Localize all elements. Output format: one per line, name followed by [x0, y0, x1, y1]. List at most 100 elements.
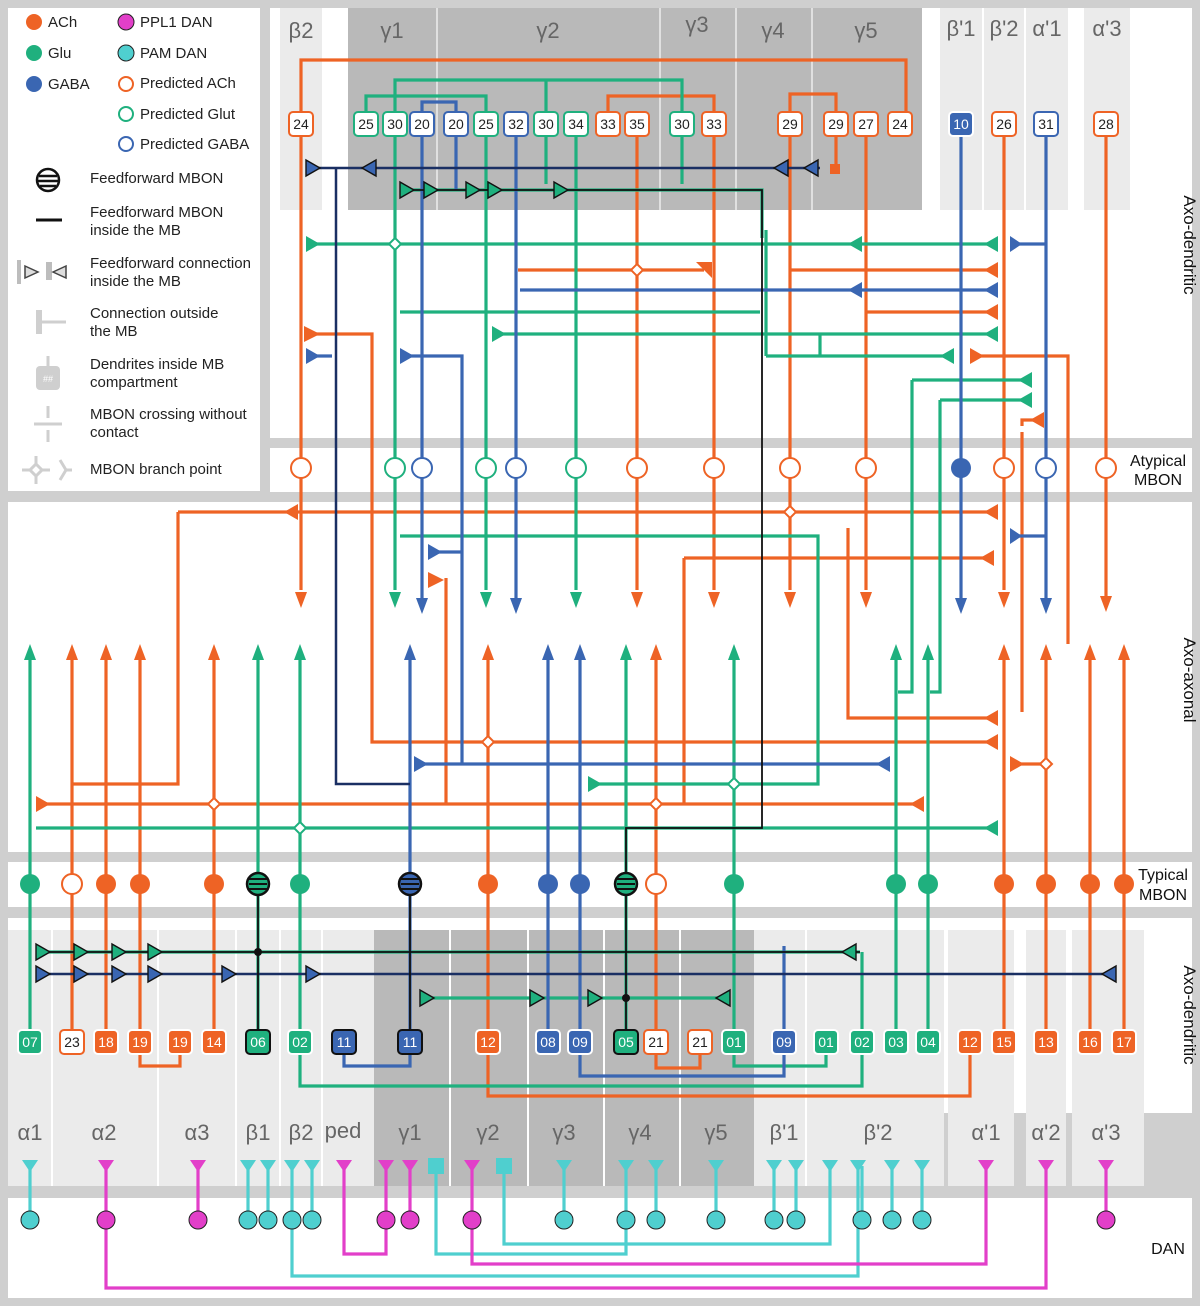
mbon-marker-circle: [1080, 874, 1100, 894]
left-arrowhead: [1018, 372, 1032, 388]
dan-marker: [20, 1210, 40, 1230]
mbon-marker: [384, 457, 406, 479]
mbon-box-frame: [771, 1029, 797, 1055]
legend-ff-triangle: [51, 264, 67, 280]
ff-arrowhead: [487, 180, 504, 200]
mbon-marker-circle: [478, 874, 498, 894]
mbon-box: 14: [201, 1029, 227, 1055]
mbon-box-label: 09: [572, 1034, 588, 1050]
typical-mbon-markers: [20, 871, 1134, 897]
legend-ach-swatch: [26, 14, 42, 30]
glu-wire: [393, 78, 684, 112]
legend-ff-stub: [46, 262, 52, 280]
left-arrowhead: [306, 236, 320, 252]
mbon-box-frame: [991, 111, 1017, 137]
mbon-box: 03: [883, 1029, 909, 1055]
ff-arrowhead: [111, 942, 128, 962]
bottom-label-gamma5: γ5: [704, 1120, 727, 1145]
bottom-label-alpha-prime-2: α'2: [1031, 1120, 1060, 1145]
right-arrowhead: [1010, 236, 1022, 252]
legend: ACh Glu GABA PPL1 DAN PAM DAN Predicted …: [17, 13, 251, 484]
mbon-box-label: 21: [692, 1034, 708, 1050]
dan-terminal: [304, 1160, 320, 1172]
mbon-box: 18: [93, 1029, 119, 1055]
mbon-box-frame: [948, 111, 974, 137]
mbon-box-label: 24: [892, 116, 908, 132]
left-arrowhead: [980, 550, 994, 566]
mbon-box-frame: [443, 111, 469, 137]
dan-markers: [20, 1210, 1116, 1230]
ff-arrowhead: [35, 942, 52, 962]
side-label-axo-dendritic-top: Axo-dendritic: [1180, 195, 1199, 295]
bottom-label-beta2: β2: [289, 1120, 314, 1145]
mbon-box-label: 30: [674, 116, 690, 132]
mbon-marker-circle: [993, 457, 1015, 479]
down-arrowhead: [1100, 596, 1112, 612]
mbon-box-frame: [1111, 1029, 1137, 1055]
mbon-box: 29: [777, 111, 803, 137]
mbon-box: 21: [687, 1029, 713, 1055]
ff-arrowhead: [1100, 964, 1117, 984]
mbon-box: 23: [59, 1029, 85, 1055]
mbon-box-frame: [883, 1029, 909, 1055]
mbon-box-label: 25: [478, 116, 494, 132]
mbon-box-label: 01: [818, 1034, 834, 1050]
ff-arrowhead: [360, 158, 377, 178]
mbon-box: 11: [397, 1029, 423, 1055]
ff-arrowhead: [423, 180, 440, 200]
mbon-box-label: 02: [292, 1034, 308, 1050]
ff-arrowhead: [465, 180, 482, 200]
mbon-box-label: 33: [600, 116, 616, 132]
side-labels: Axo-dendritic Atypical MBON Axo-axonal T…: [1130, 195, 1199, 1258]
legend-dendrite-glyph: ##: [43, 374, 53, 384]
branch-point-diamond: [782, 504, 798, 520]
mbon-marker: [245, 871, 271, 897]
mbon-box-label: 07: [22, 1034, 38, 1050]
mbon-marker-circle: [96, 874, 116, 894]
dan-terminal: [648, 1160, 664, 1172]
bottom-label-gamma2: γ2: [476, 1120, 499, 1145]
top-label-gamma3: γ3: [685, 12, 708, 37]
mbon-box-frame: [613, 1029, 639, 1055]
mbon-box: 01: [721, 1029, 747, 1055]
mbon-marker: [204, 874, 224, 894]
bottom-dividers: [51, 930, 807, 1186]
mbon-box-label: 26: [996, 116, 1012, 132]
mbon-marker: [538, 874, 558, 894]
up-arrowhead: [404, 644, 416, 660]
mbon-marker-circle: [645, 873, 667, 895]
bottom-compartment-labels: α1 α2 α3 β1 β2 ped γ1 γ2 γ3 γ4 γ5 β'1 β'…: [18, 1118, 1121, 1145]
up-arrowhead: [208, 644, 220, 660]
legend-pred-ach-label: Predicted ACh: [140, 75, 236, 92]
mbon-marker-circle: [538, 874, 558, 894]
legend-ff-connection-icon: [17, 260, 67, 284]
legend-feedforward-mbon-icon: [35, 167, 61, 193]
left-arrowhead: [492, 326, 506, 342]
glu-wire: [898, 380, 914, 694]
legend-ff-inside-label-1: Feedforward MBON: [90, 204, 223, 221]
mbon-box-label: 20: [448, 116, 464, 132]
ach-wire: [846, 528, 998, 720]
dan-marker: [764, 1210, 784, 1230]
mbon-box-label: 32: [508, 116, 524, 132]
dan-marker: [706, 1210, 726, 1230]
top-label-gamma4: γ4: [761, 18, 784, 43]
down-arrowhead: [998, 592, 1010, 608]
dan-terminal: [284, 1160, 300, 1172]
ach-wire: [970, 354, 1070, 644]
legend-ppl1-swatch: [117, 13, 135, 31]
up-arrowhead: [650, 644, 662, 660]
legend-panel: [8, 8, 260, 491]
mbon-marker: [475, 457, 497, 479]
dan-terminal: [1038, 1160, 1054, 1172]
legend-dendrites-icon: ##: [36, 356, 60, 390]
ach-wire: [138, 1054, 182, 1068]
top-label-gamma2: γ2: [536, 18, 559, 43]
legend-ff-triangle: [24, 264, 40, 280]
legend-crossing-label-1: MBON crossing without: [90, 406, 248, 423]
left-arrowhead: [588, 776, 602, 792]
bottom-label-alpha-prime-1: α'1: [971, 1120, 1000, 1145]
ff-arrowhead: [802, 158, 819, 178]
